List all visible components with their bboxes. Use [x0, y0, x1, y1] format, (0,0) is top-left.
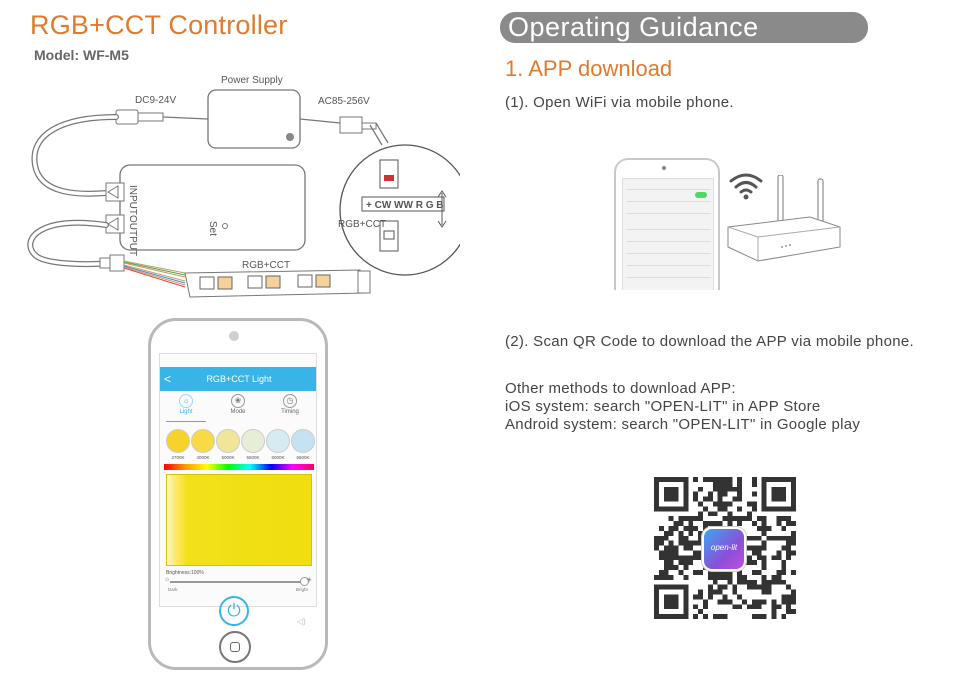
brightness-knob[interactable]	[300, 577, 309, 586]
power-supply-label: Power Supply	[221, 75, 283, 86]
swatch-label: 5500K	[246, 455, 260, 460]
mini-camera	[662, 166, 666, 170]
strip-connector	[109, 254, 125, 272]
section-title: 1. APP download	[505, 56, 673, 81]
power-led	[286, 133, 294, 141]
app-tabs: ☼ Light ❀ Mode ◷ Timing	[160, 394, 316, 422]
dc-voltage-label: DC9-24V	[135, 95, 176, 106]
wifi-icon	[729, 173, 763, 200]
dark-label: Dark	[168, 587, 178, 592]
color-temp-swatch[interactable]	[241, 429, 265, 453]
tab-light[interactable]: ☼ Light	[160, 394, 212, 415]
input-port	[105, 182, 125, 202]
swatch-label: 6500K	[296, 455, 310, 460]
router-icon	[727, 175, 841, 262]
active-tab-indicator	[166, 421, 206, 422]
tab-label: Mode	[230, 409, 246, 415]
color-temp-swatch[interactable]	[266, 429, 290, 453]
step-two-text: (2). Scan QR Code to download the APP vi…	[505, 333, 914, 350]
app-title: RGB+CCT Light	[206, 374, 272, 384]
other-methods-heading: Other methods to download APP:	[505, 380, 736, 397]
phone-speaker	[229, 331, 239, 341]
app-screen: < RGB+CCT Light ☼ Light ❀ Mode ◷ Timing …	[159, 353, 317, 607]
bright-sun-icon: ☀	[306, 577, 313, 584]
home-button[interactable]	[219, 631, 251, 663]
speaker-icon: ◁)	[297, 617, 306, 626]
color-temp-swatch[interactable]	[216, 429, 240, 453]
wiring-diagram: Power Supply DC9-24V AC85-256V INPUT OUT…	[27, 75, 460, 298]
power-icon[interactable]: ⏻	[219, 596, 249, 626]
color-temp-swatch[interactable]	[166, 429, 190, 453]
swatch-label: 6000K	[271, 455, 285, 460]
color-temp-swatch[interactable]	[291, 429, 315, 453]
clock-icon: ◷	[283, 394, 297, 408]
controller-box	[119, 164, 306, 251]
swatch-label: 2700K	[171, 455, 185, 460]
tab-label: Timing	[281, 409, 299, 415]
dim-sun-icon: ☼	[164, 576, 171, 583]
app-logo-text: open-lit	[710, 543, 738, 552]
android-method: Android system: search "OPEN-LIT" in Goo…	[505, 416, 861, 433]
wifi-toggle[interactable]	[695, 192, 707, 198]
ios-method: iOS system: search "OPEN-LIT" in APP Sto…	[505, 398, 821, 415]
home-square-icon	[230, 642, 240, 652]
ac-voltage-label: AC85-256V	[318, 96, 370, 107]
input-label: INPUT	[127, 185, 138, 215]
power-supply-box	[207, 89, 301, 149]
step-one-text: (1). Open WiFi via mobile phone.	[505, 94, 734, 111]
strip-label: RGB+CCT	[242, 260, 290, 271]
brightness-label: Brightness:100%	[166, 570, 204, 576]
brightness-slider[interactable]	[170, 581, 304, 583]
phone-app-mockup: < RGB+CCT Light ☼ Light ❀ Mode ◷ Timing …	[148, 318, 328, 670]
color-preview-panel[interactable]	[166, 474, 312, 566]
app-logo-icon: open-lit	[702, 527, 746, 571]
mode-icon: ❀	[231, 394, 245, 408]
connector-label: RGB+CCT	[338, 219, 386, 230]
model-number: Model: WF-M5	[34, 47, 129, 63]
tab-timing[interactable]: ◷ Timing	[264, 394, 316, 415]
swatch-label: 5000K	[221, 455, 235, 460]
other-methods: Other methods to download APP: iOS syste…	[505, 380, 945, 434]
tab-label: Light	[179, 409, 193, 415]
bulb-icon: ☼	[179, 394, 193, 408]
hue-slider[interactable]	[164, 464, 314, 470]
dc-plug	[115, 109, 139, 125]
wifi-settings-phone	[614, 158, 720, 290]
back-icon[interactable]: <	[164, 372, 172, 386]
output-label: OUTPUT	[127, 215, 138, 256]
color-temp-swatch[interactable]	[191, 429, 215, 453]
connector-pins: + CW WW R G B	[366, 200, 444, 211]
ac-plug	[339, 116, 363, 134]
tab-mode[interactable]: ❀ Mode	[212, 394, 264, 415]
swatch-label: 4000K	[196, 455, 210, 460]
set-label: Set	[207, 221, 218, 236]
app-header: < RGB+CCT Light	[160, 367, 316, 391]
bright-label: Bright	[296, 587, 308, 592]
product-title: RGB+CCT Controller	[30, 10, 288, 40]
wifi-settings-screen	[622, 178, 714, 290]
guidance-heading: Operating Guidance	[500, 12, 868, 43]
